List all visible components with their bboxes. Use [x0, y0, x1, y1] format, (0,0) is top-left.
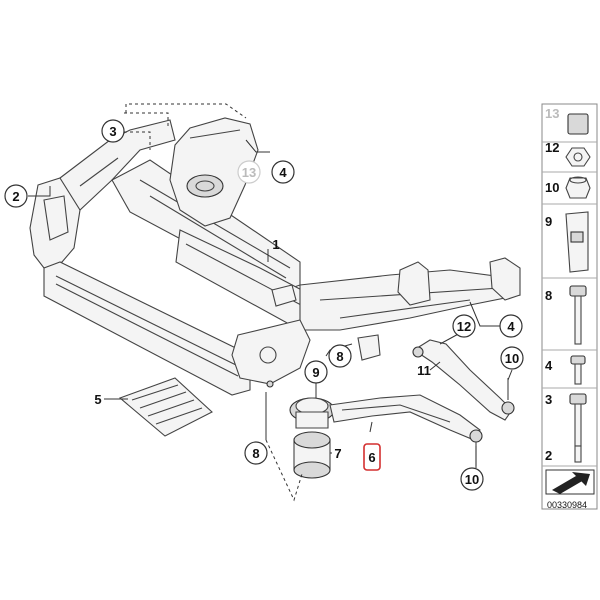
callout-5: 5 [94, 392, 101, 407]
long-bolt-8-icon [569, 285, 587, 345]
callout-10-upper: 10 [500, 346, 524, 370]
callout-9: 9 [304, 360, 328, 384]
svg-text:12: 12 [457, 319, 471, 334]
diagram-code: 00330984 [547, 500, 587, 510]
svg-text:4: 4 [507, 319, 515, 334]
svg-text:9: 9 [312, 365, 319, 380]
svg-text:7: 7 [334, 446, 341, 461]
legend-number-12: 12 [545, 140, 559, 155]
svg-text:2: 2 [12, 189, 19, 204]
callout-12: 12 [452, 314, 476, 338]
callout-1: 1 [272, 237, 279, 252]
svg-text:3: 3 [109, 124, 116, 139]
svg-text:11: 11 [417, 363, 431, 378]
rubber-mount-bushing [289, 397, 335, 429]
svg-text:8: 8 [252, 446, 259, 461]
legend-number-8: 8 [545, 288, 552, 303]
legend-number-3: 3 [545, 392, 552, 407]
callout-4-right: 4 [499, 314, 523, 338]
svg-text:13: 13 [242, 165, 256, 180]
hydro-mount-bushing [293, 431, 331, 479]
clip-9-icon [565, 211, 589, 273]
bolt-4-icon [570, 355, 586, 385]
callout-3: 3 [101, 119, 125, 143]
tension-strut [412, 339, 515, 421]
hardware-legend-panel: 13 12 10 9 8 4 3 2 00330984 [541, 103, 598, 510]
callout-10-lower: 10 [460, 467, 484, 491]
callout-8-lower: 8 [244, 441, 268, 465]
leader-lines [28, 103, 513, 502]
control-arm [329, 394, 483, 468]
callout-2: 2 [4, 184, 28, 208]
svg-text:10: 10 [505, 351, 519, 366]
svg-text:10: 10 [465, 472, 479, 487]
svg-text:6: 6 [368, 450, 375, 465]
legend-number-13: 13 [545, 106, 559, 121]
callout-13: 13 [237, 160, 261, 184]
legend-number-9: 9 [545, 214, 552, 229]
underbody-shield-plate [118, 377, 213, 437]
svg-text:5: 5 [94, 392, 101, 407]
callout-6-highlighted: 6 [363, 443, 381, 471]
cap-nut-13-icon [567, 113, 589, 135]
collar-nut-10-icon [565, 176, 591, 199]
front-axle-subframe [29, 117, 521, 396]
svg-text:8: 8 [336, 349, 343, 364]
svg-text:4: 4 [279, 165, 287, 180]
callout-11: 11 [417, 363, 431, 378]
hex-nut-12-icon [565, 147, 591, 167]
callout-4-top: 4 [271, 160, 295, 184]
legend-number-2: 2 [545, 448, 552, 463]
svg-text:1: 1 [272, 237, 279, 252]
legend-number-10: 10 [545, 180, 559, 195]
bolt-2-icon [574, 445, 582, 463]
direction-arrow-icon [545, 469, 595, 495]
callout-8-mid: 8 [328, 344, 352, 368]
legend-number-4: 4 [545, 358, 553, 373]
callout-7: 7 [334, 446, 341, 461]
